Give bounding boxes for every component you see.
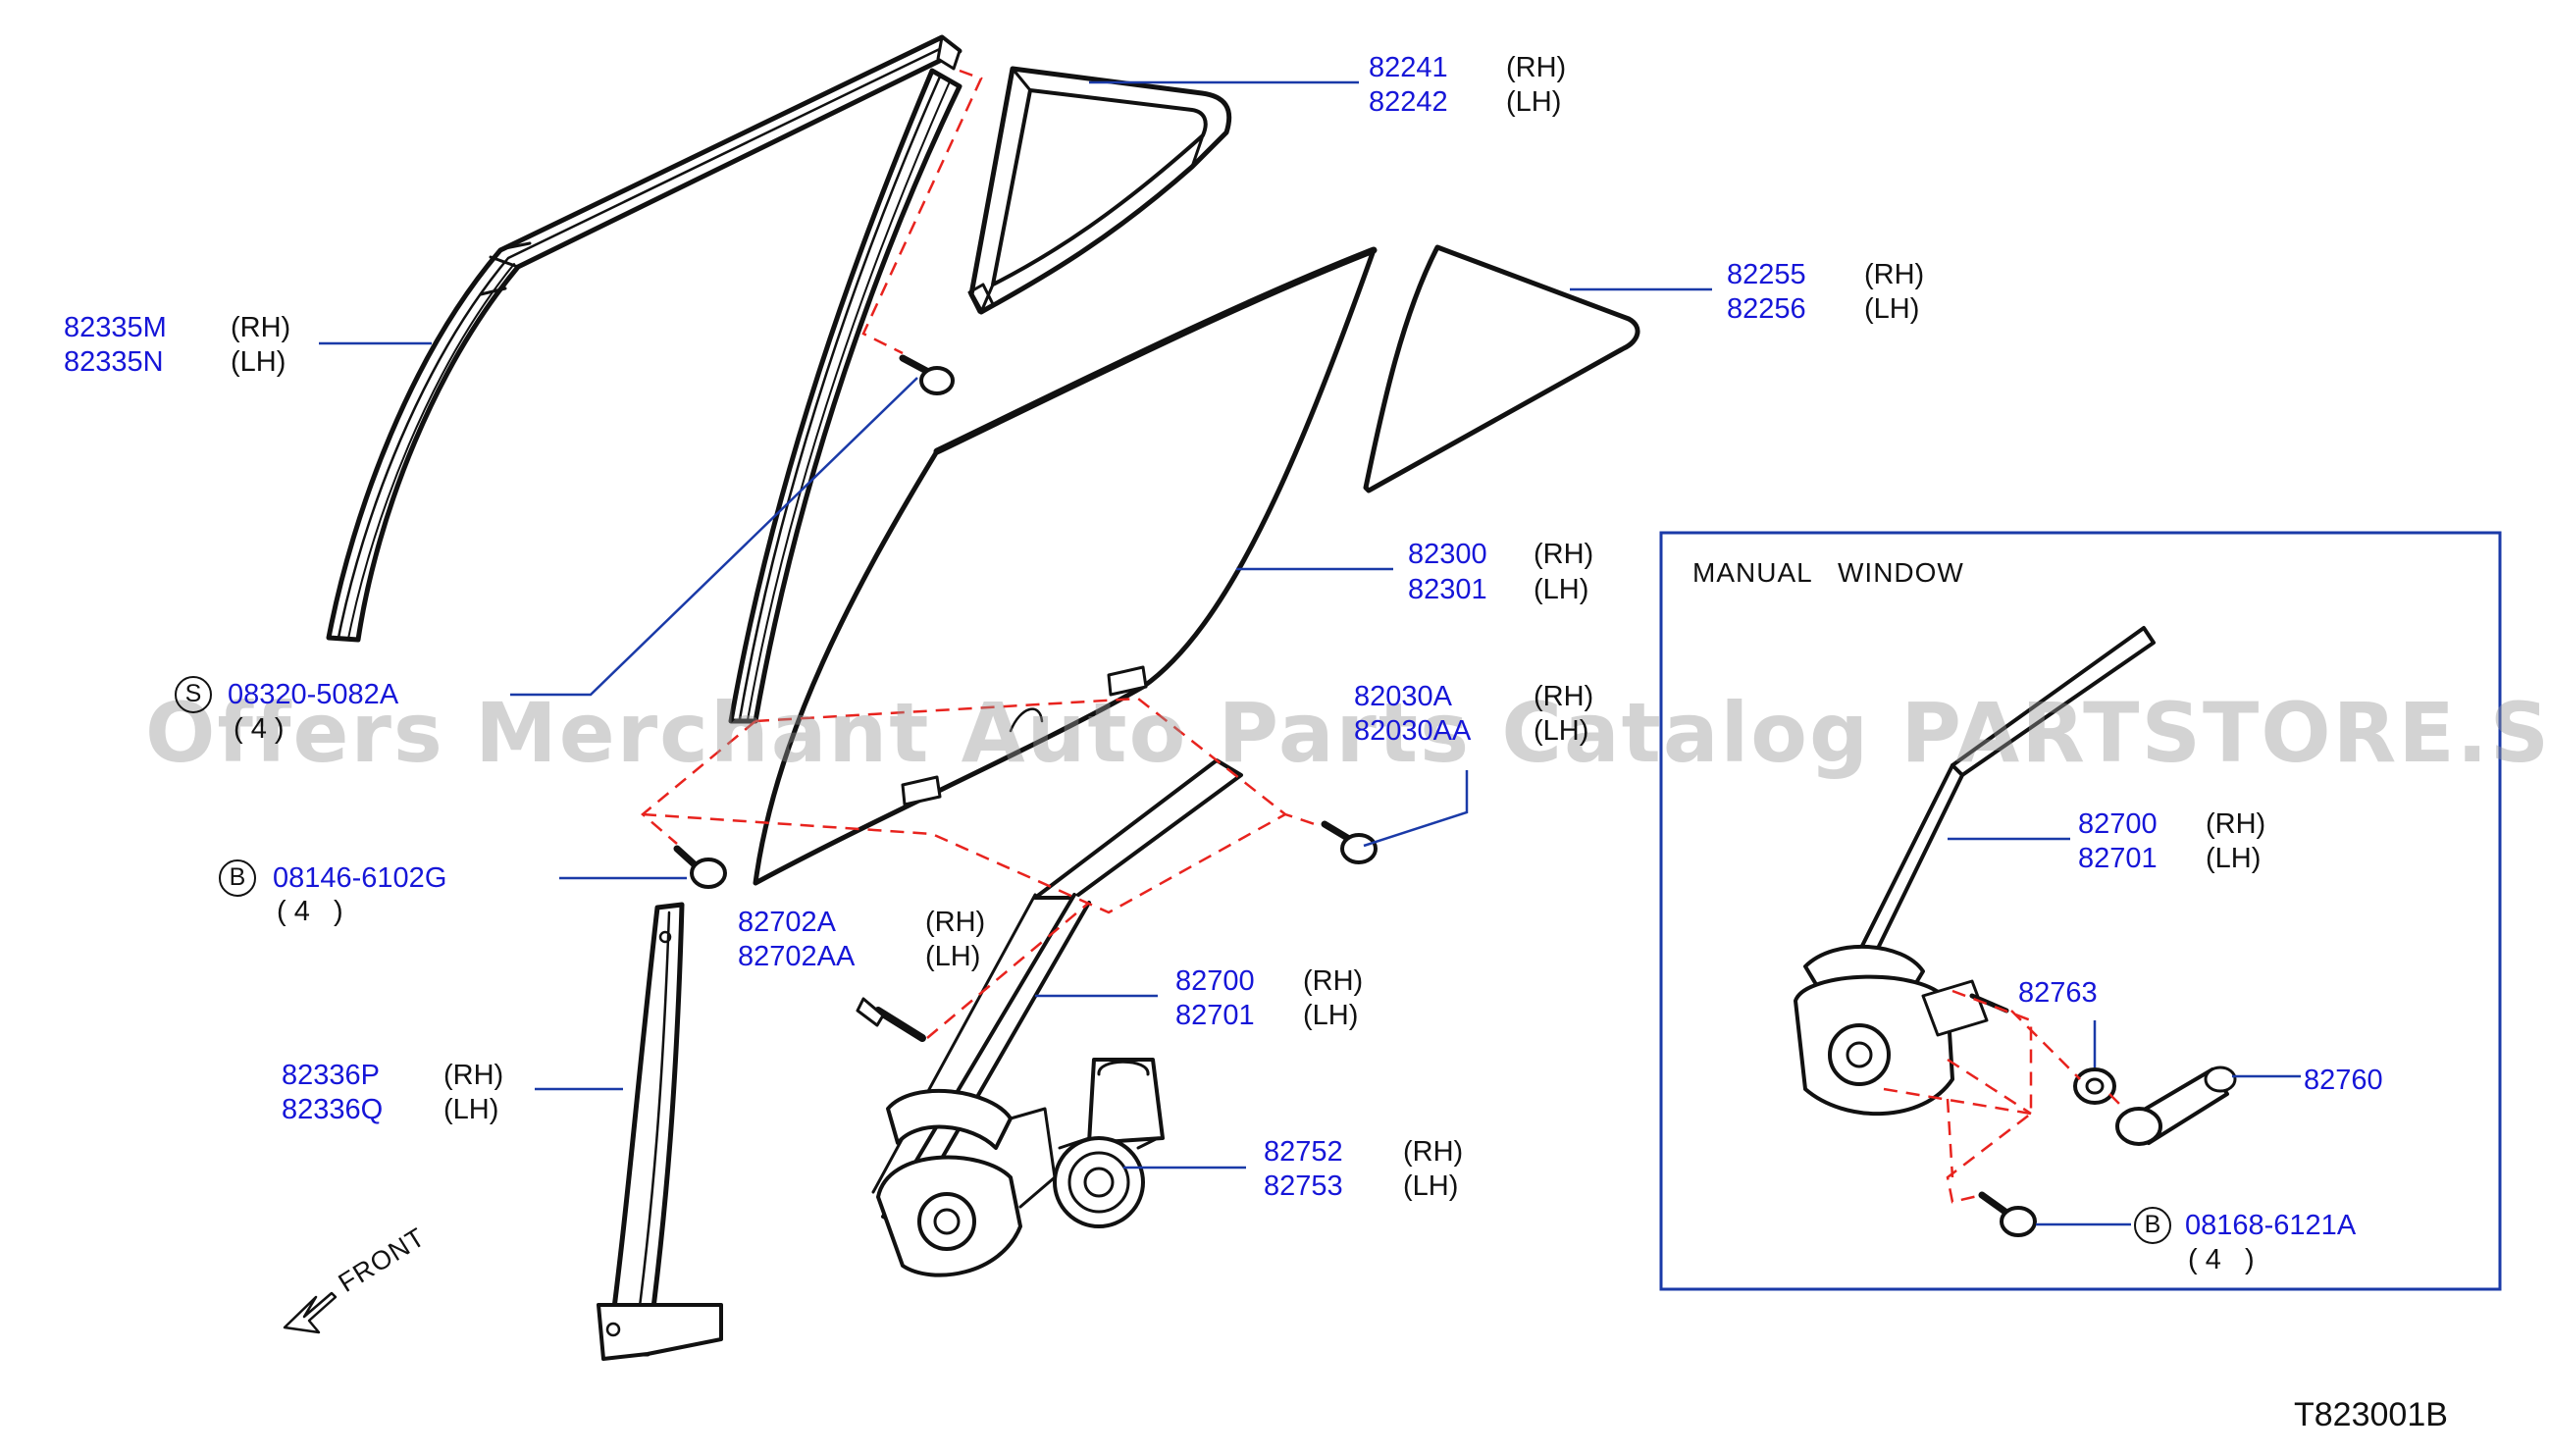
side-rh-82752: (RH) xyxy=(1403,1136,1464,1168)
quarter-glass-part xyxy=(1363,244,1640,494)
window-handle-part xyxy=(2115,1066,2237,1146)
part-number-08320-5082A[interactable]: 08320-5082A xyxy=(228,679,399,710)
manual-regulator-part xyxy=(1794,626,2156,1116)
side-lh-82335N: (LH) xyxy=(231,346,286,378)
phantom-lines xyxy=(641,69,2125,1204)
lower-sash-channel-part xyxy=(597,902,723,1361)
part-number-08168-6121A[interactable]: 08168-6121A xyxy=(2185,1210,2357,1241)
part-number-82700[interactable]: 82700 xyxy=(1175,965,1255,997)
side-rh-82030A: (RH) xyxy=(1534,681,1594,712)
inset-title: MANUAL WINDOW xyxy=(1692,557,1964,588)
side-rh-82335M: (RH) xyxy=(231,312,291,343)
leader-lines xyxy=(319,80,2301,1226)
side-lh-82242: (LH) xyxy=(1506,86,1562,118)
manual-part-number-82701[interactable]: 82701 xyxy=(2078,843,2158,874)
part-number-82300[interactable]: 82300 xyxy=(1408,539,1487,570)
side-lh-82701: (LH) xyxy=(1303,1000,1359,1031)
part-number-82335N[interactable]: 82335N xyxy=(64,346,164,378)
side-lh-82702AA: (LH) xyxy=(925,941,981,972)
part-number-82241[interactable]: 82241 xyxy=(1369,52,1448,83)
part-number-82242[interactable]: 82242 xyxy=(1369,86,1448,118)
washer-part xyxy=(2073,1067,2116,1105)
part-number-82336P[interactable]: 82336P xyxy=(282,1060,380,1091)
regulator-bolt-part xyxy=(856,997,926,1042)
window-motor-part xyxy=(1053,1058,1165,1228)
part-number-82752[interactable]: 82752 xyxy=(1264,1136,1343,1168)
side-rh-82702A: (RH) xyxy=(925,907,986,938)
bolt-08168-part xyxy=(1978,1191,2037,1237)
quantity-08168: ( 4 ) xyxy=(2188,1244,2255,1275)
side-lh-82336Q: (LH) xyxy=(443,1094,499,1125)
badge-b-inset: B xyxy=(2134,1207,2171,1244)
front-arrow-icon xyxy=(283,1291,338,1334)
part-number-82335M[interactable]: 82335M xyxy=(64,312,167,343)
manual-side-rh-82700: (RH) xyxy=(2206,808,2266,840)
window-regulator-part xyxy=(871,758,1243,1277)
glass-run-channel-part xyxy=(326,34,962,643)
badge-b: B xyxy=(219,859,256,897)
drawing-code: T823001B xyxy=(2294,1396,2448,1433)
part-number-08146-6102G[interactable]: 08146-6102G xyxy=(273,862,447,894)
manual-window-inset-frame xyxy=(1659,531,2502,1291)
side-rh-82336P: (RH) xyxy=(443,1060,504,1091)
badge-s: S xyxy=(175,676,212,713)
part-number-82255[interactable]: 82255 xyxy=(1727,259,1806,290)
part-number-82702A[interactable]: 82702A xyxy=(738,907,836,938)
manual-side-lh-82701: (LH) xyxy=(2206,843,2262,874)
rear-sash-frame-part xyxy=(967,66,1232,315)
part-number-82336Q[interactable]: 82336Q xyxy=(282,1094,384,1125)
bolt-08146-part xyxy=(673,845,727,889)
part-number-82301[interactable]: 82301 xyxy=(1408,574,1487,605)
part-number-82760[interactable]: 82760 xyxy=(2304,1065,2383,1096)
manual-part-number-82700[interactable]: 82700 xyxy=(2078,808,2158,840)
part-number-82753[interactable]: 82753 xyxy=(1264,1170,1343,1202)
quantity-08320: ( 4 ) xyxy=(234,713,285,745)
side-rh-82255: (RH) xyxy=(1864,259,1925,290)
side-lh-82301: (LH) xyxy=(1534,574,1589,605)
side-rh-82241: (RH) xyxy=(1506,52,1567,83)
bolt-82030-part xyxy=(1321,820,1378,864)
part-number-82763[interactable]: 82763 xyxy=(2018,977,2098,1009)
screw-part xyxy=(899,354,955,395)
side-rh-82300: (RH) xyxy=(1534,539,1594,570)
part-number-82701[interactable]: 82701 xyxy=(1175,1000,1255,1031)
side-rh-82700: (RH) xyxy=(1303,965,1364,997)
part-number-82256[interactable]: 82256 xyxy=(1727,293,1806,325)
part-number-82702AA[interactable]: 82702AA xyxy=(738,941,856,972)
part-number-82030AA[interactable]: 82030AA xyxy=(1354,715,1472,747)
side-lh-82256: (LH) xyxy=(1864,293,1920,325)
side-lh-82753: (LH) xyxy=(1403,1170,1459,1202)
quantity-08146: ( 4 ) xyxy=(277,896,343,927)
side-lh-82030AA: (LH) xyxy=(1534,715,1589,747)
door-glass-part xyxy=(753,246,1378,886)
part-number-82030A[interactable]: 82030A xyxy=(1354,681,1452,712)
